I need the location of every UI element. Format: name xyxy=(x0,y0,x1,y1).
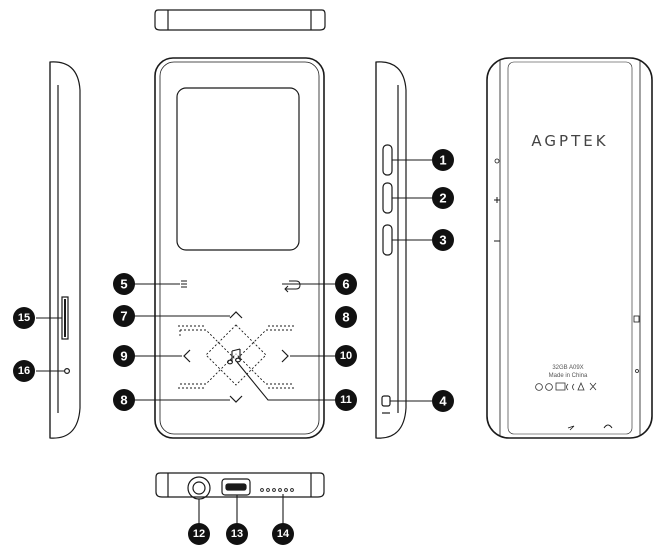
callout-12: 12 xyxy=(188,523,210,545)
bottom-view xyxy=(155,472,325,500)
callout-13: 13 xyxy=(226,523,248,545)
back-model-text: 32GB A09X xyxy=(552,365,583,371)
back-view xyxy=(486,57,653,439)
headphone-jack xyxy=(187,476,211,500)
prev-key-icon xyxy=(183,349,191,363)
callout-11: 11 xyxy=(335,389,357,411)
music-note-icon xyxy=(227,348,241,365)
svg-text:8: 8 xyxy=(120,393,127,408)
callout-3: 3 xyxy=(432,229,454,251)
svg-text:9: 9 xyxy=(120,349,127,364)
svg-text:4: 4 xyxy=(439,394,447,409)
usb-port xyxy=(221,478,251,496)
callout-5: 5 xyxy=(113,273,135,295)
back-brand-logo: AGPTEK xyxy=(531,132,608,150)
certification-marks xyxy=(535,381,597,391)
right-side-view xyxy=(375,61,407,439)
callout-7: 7 xyxy=(113,305,135,327)
svg-text:12: 12 xyxy=(193,528,205,540)
svg-text:13: 13 xyxy=(231,528,243,540)
lanyard-hole xyxy=(381,395,391,407)
next-key-icon xyxy=(281,349,289,363)
callout-4: 4 xyxy=(432,390,454,412)
volume-down-button xyxy=(382,224,393,256)
callout-6: 6 xyxy=(335,273,357,295)
svg-text:2: 2 xyxy=(439,191,446,206)
screen xyxy=(176,87,300,251)
svg-text:6: 6 xyxy=(342,277,349,292)
callout-14: 14 xyxy=(272,523,294,545)
callout-2: 2 xyxy=(432,187,454,209)
svg-text:7: 7 xyxy=(120,309,127,324)
leader-lines xyxy=(36,159,432,524)
callout-1: 1 xyxy=(432,149,454,171)
svg-text:11: 11 xyxy=(340,394,352,406)
front-view xyxy=(154,57,325,439)
top-view xyxy=(154,9,326,31)
svg-text:8: 8 xyxy=(342,310,349,325)
svg-text:16: 16 xyxy=(18,365,30,377)
callout-8-right: 8 xyxy=(335,306,357,328)
reset-hole xyxy=(63,368,70,375)
callouts: 1 2 3 4 5 6 7 8 xyxy=(13,149,454,545)
down-key-icon xyxy=(229,395,243,403)
return-key-icon xyxy=(284,280,301,293)
svg-text:1: 1 xyxy=(439,153,446,168)
svg-text:3: 3 xyxy=(439,233,446,248)
volume-up-button xyxy=(382,182,393,214)
callout-8-left: 8 xyxy=(113,389,135,411)
svg-text:15: 15 xyxy=(18,312,30,324)
callout-10: 10 xyxy=(335,345,357,367)
touch-keypad-outline xyxy=(178,324,294,389)
svg-text:5: 5 xyxy=(120,277,127,292)
up-key-icon xyxy=(229,311,243,319)
callout-16: 16 xyxy=(13,360,35,382)
menu-key-icon xyxy=(181,280,187,288)
speaker-grille xyxy=(260,488,294,492)
callout-15: 15 xyxy=(13,307,35,329)
left-side-view xyxy=(49,61,81,439)
power-button xyxy=(382,144,393,176)
back-origin-text: Made in China xyxy=(549,373,588,379)
svg-text:14: 14 xyxy=(277,528,290,540)
callout-9: 9 xyxy=(113,345,135,367)
svg-text:10: 10 xyxy=(340,350,352,362)
